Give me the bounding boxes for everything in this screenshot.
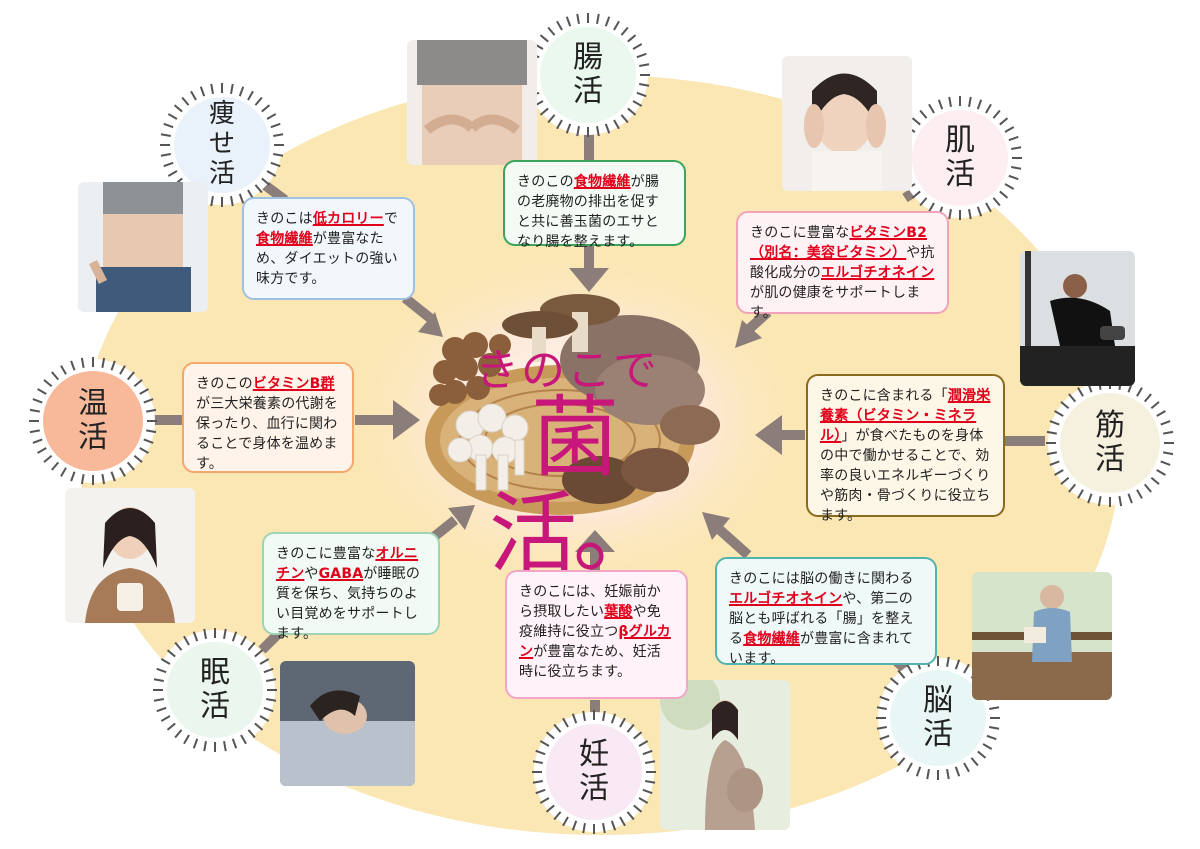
- box-text: が豊富なため、ダイエットの強い味方です。: [256, 231, 398, 287]
- arrow-diet-shaft: [401, 294, 434, 322]
- box-text: が腸の老廃物の排出を促すと共に善玉菌のエサとなり腸を整えます。: [517, 174, 660, 250]
- arrow-skin-shaft: [744, 308, 772, 334]
- box-text: きのこに含まれる「: [820, 388, 948, 404]
- box-text: きのこの: [517, 174, 574, 190]
- box-text: が三大栄養素の代謝を保ったり、血行に関わることで身体を温めます。: [196, 396, 338, 472]
- woman-waist-photo: [78, 182, 208, 312]
- box-text: で: [383, 211, 399, 227]
- highlight-term: オルニチン: [276, 546, 419, 582]
- arrow-brain-head: [702, 512, 730, 540]
- box-text: が肌の健康をサポートします。: [750, 285, 921, 321]
- box-text: 」が食べたものを身体の中で働かせることで、効率の良いエネルギーづくりや筋肉・骨づ…: [820, 428, 991, 524]
- info-box-brain: きのこには脳の働きに関わるエルゴチオネインや、第二の脳とも呼ばれる「腸」を整える…: [715, 557, 937, 667]
- badge-ring-onkatsu: [29, 357, 157, 485]
- connector-sleep: [258, 628, 284, 654]
- badge-label: 温活: [78, 385, 108, 455]
- woman-face-photo: [782, 56, 912, 191]
- box-text: きのこは: [256, 211, 313, 227]
- badge-diet: 痩せ活: [174, 97, 270, 193]
- info-box-sleep: きのこに豊富なオルニチンやGABAが睡眠の質を保ち、気持ちのよい目覚めをサポート…: [262, 532, 440, 642]
- highlight-term: ビタミンB群: [252, 376, 335, 392]
- info-box-gut: きのこの食物繊維が腸の老廃物の排出を促すと共に善玉菌のエサとなり腸を整えます。: [503, 160, 686, 250]
- badge-ring-muscle: [1046, 379, 1174, 507]
- badge-ring-ninkatsu: [532, 710, 656, 834]
- badge-gut: 腸活: [540, 27, 636, 123]
- box-text: が睡眠の質を保ち、気持ちのよい目覚めをサポートします。: [276, 566, 421, 642]
- arrow-gut-shaft: [584, 245, 594, 270]
- badge-label: 腸活: [573, 39, 603, 109]
- badge-ring-gut: [526, 13, 650, 137]
- badge-label: 脳活: [923, 682, 953, 752]
- arrow-sleep-head: [448, 505, 475, 530]
- arrow-onkatsu-shaft: [355, 415, 395, 425]
- highlight-term: 食物繊維: [743, 631, 801, 647]
- badge-label: 妊活: [579, 736, 609, 806]
- highlight-term: βグルカン: [519, 624, 671, 660]
- woman-mug-photo: [65, 488, 195, 623]
- arrow-brain-shaft: [716, 526, 752, 559]
- box-text: きのこに豊富な: [276, 546, 376, 562]
- connector-muscle: [1005, 436, 1045, 446]
- highlight-term: 食物繊維: [573, 174, 631, 190]
- box-text: や: [304, 566, 319, 582]
- box-text: が豊富に含まれています。: [729, 631, 914, 667]
- highlight-term: 食物繊維: [256, 231, 313, 247]
- center-title-line2: 菌活。: [488, 386, 661, 585]
- highlight-term: エルゴチオネイン: [729, 591, 843, 607]
- arrow-ninkatsu-shaft: [590, 548, 600, 572]
- arrow-muscle-head: [755, 415, 782, 455]
- badge-label: 痩せ活: [208, 99, 235, 189]
- badge-ninkatsu: 妊活: [546, 724, 642, 820]
- highlight-term: ビタミンB2（別名：美容ビタミン）: [750, 225, 928, 261]
- highlight-term: 潤滑栄養素（ビタミン・ミネラル）: [820, 388, 991, 444]
- highlight-term: 葉酸: [604, 604, 633, 620]
- box-text: きのこの: [196, 376, 253, 392]
- arrow-onkatsu-head: [393, 400, 420, 440]
- badge-brain: 脳活: [890, 670, 986, 766]
- arrow-muscle-shaft: [780, 430, 805, 440]
- badge-label: 筋活: [1095, 407, 1125, 477]
- highlight-term: エルゴチオネイン: [821, 265, 935, 281]
- badge-ring-brain: [876, 656, 1000, 780]
- badge-muscle: 筋活: [1060, 393, 1160, 493]
- man-reading-photo: [972, 572, 1112, 700]
- highlight-term: GABA: [318, 566, 364, 582]
- pregnant-woman-photo: [660, 680, 790, 830]
- info-box-diet: きのこは低カロリーで食物繊維が豊富なため、ダイエットの強い味方です。: [242, 197, 415, 300]
- box-text: や免疫維持に役立つ: [519, 604, 662, 640]
- center-title-line1: きのこで: [475, 345, 659, 396]
- info-box-onkatsu: きのこのビタミンB群が三大栄養素の代謝を保ったり、血行に関わることで身体を温めま…: [182, 362, 354, 473]
- badge-skin: 肌活: [912, 110, 1008, 206]
- arrow-diet-head: [418, 312, 443, 337]
- box-text: や、第二の脳とも呼ばれる「腸」を整える: [729, 591, 914, 647]
- badge-label: 眠活: [200, 654, 230, 724]
- arrow-ninkatsu-head: [575, 530, 615, 552]
- woman-belly-photo: [407, 40, 537, 165]
- arrow-gut-head: [569, 268, 609, 292]
- badge-sleep: 眠活: [167, 642, 263, 738]
- box-text: きのこに豊富な: [750, 225, 850, 241]
- box-text: や抗酸化成分の: [750, 245, 935, 281]
- box-text: きのこには、妊娠前から摂取したい: [519, 584, 661, 620]
- man-gym-photo: [1020, 251, 1135, 386]
- info-box-muscle: きのこに含まれる「潤滑栄養素（ビタミン・ミネラル）」が食べたものを身体の中で働か…: [806, 374, 1005, 524]
- highlight-term: 低カロリー: [312, 211, 384, 227]
- connector-onkatsu: [140, 415, 185, 425]
- mushroom-basket-icon: [425, 294, 720, 515]
- badge-label: 肌活: [945, 122, 975, 192]
- box-text: が豊富なため、妊活時に役立ちます。: [519, 644, 662, 680]
- woman-sleep-photo: [280, 661, 415, 786]
- info-box-ninkatsu: きのこには、妊娠前から摂取したい葉酸や免疫維持に役立つβグルカンが豊富なため、妊…: [505, 570, 688, 699]
- info-box-skin: きのこに豊富なビタミンB2（別名：美容ビタミン）や抗酸化成分のエルゴチオネインが…: [736, 211, 949, 321]
- box-text: きのこには脳の働きに関わる: [729, 571, 914, 587]
- badge-ring-sleep: [153, 628, 277, 752]
- arrow-skin-head: [735, 320, 762, 348]
- badge-onkatsu: 温活: [43, 371, 143, 471]
